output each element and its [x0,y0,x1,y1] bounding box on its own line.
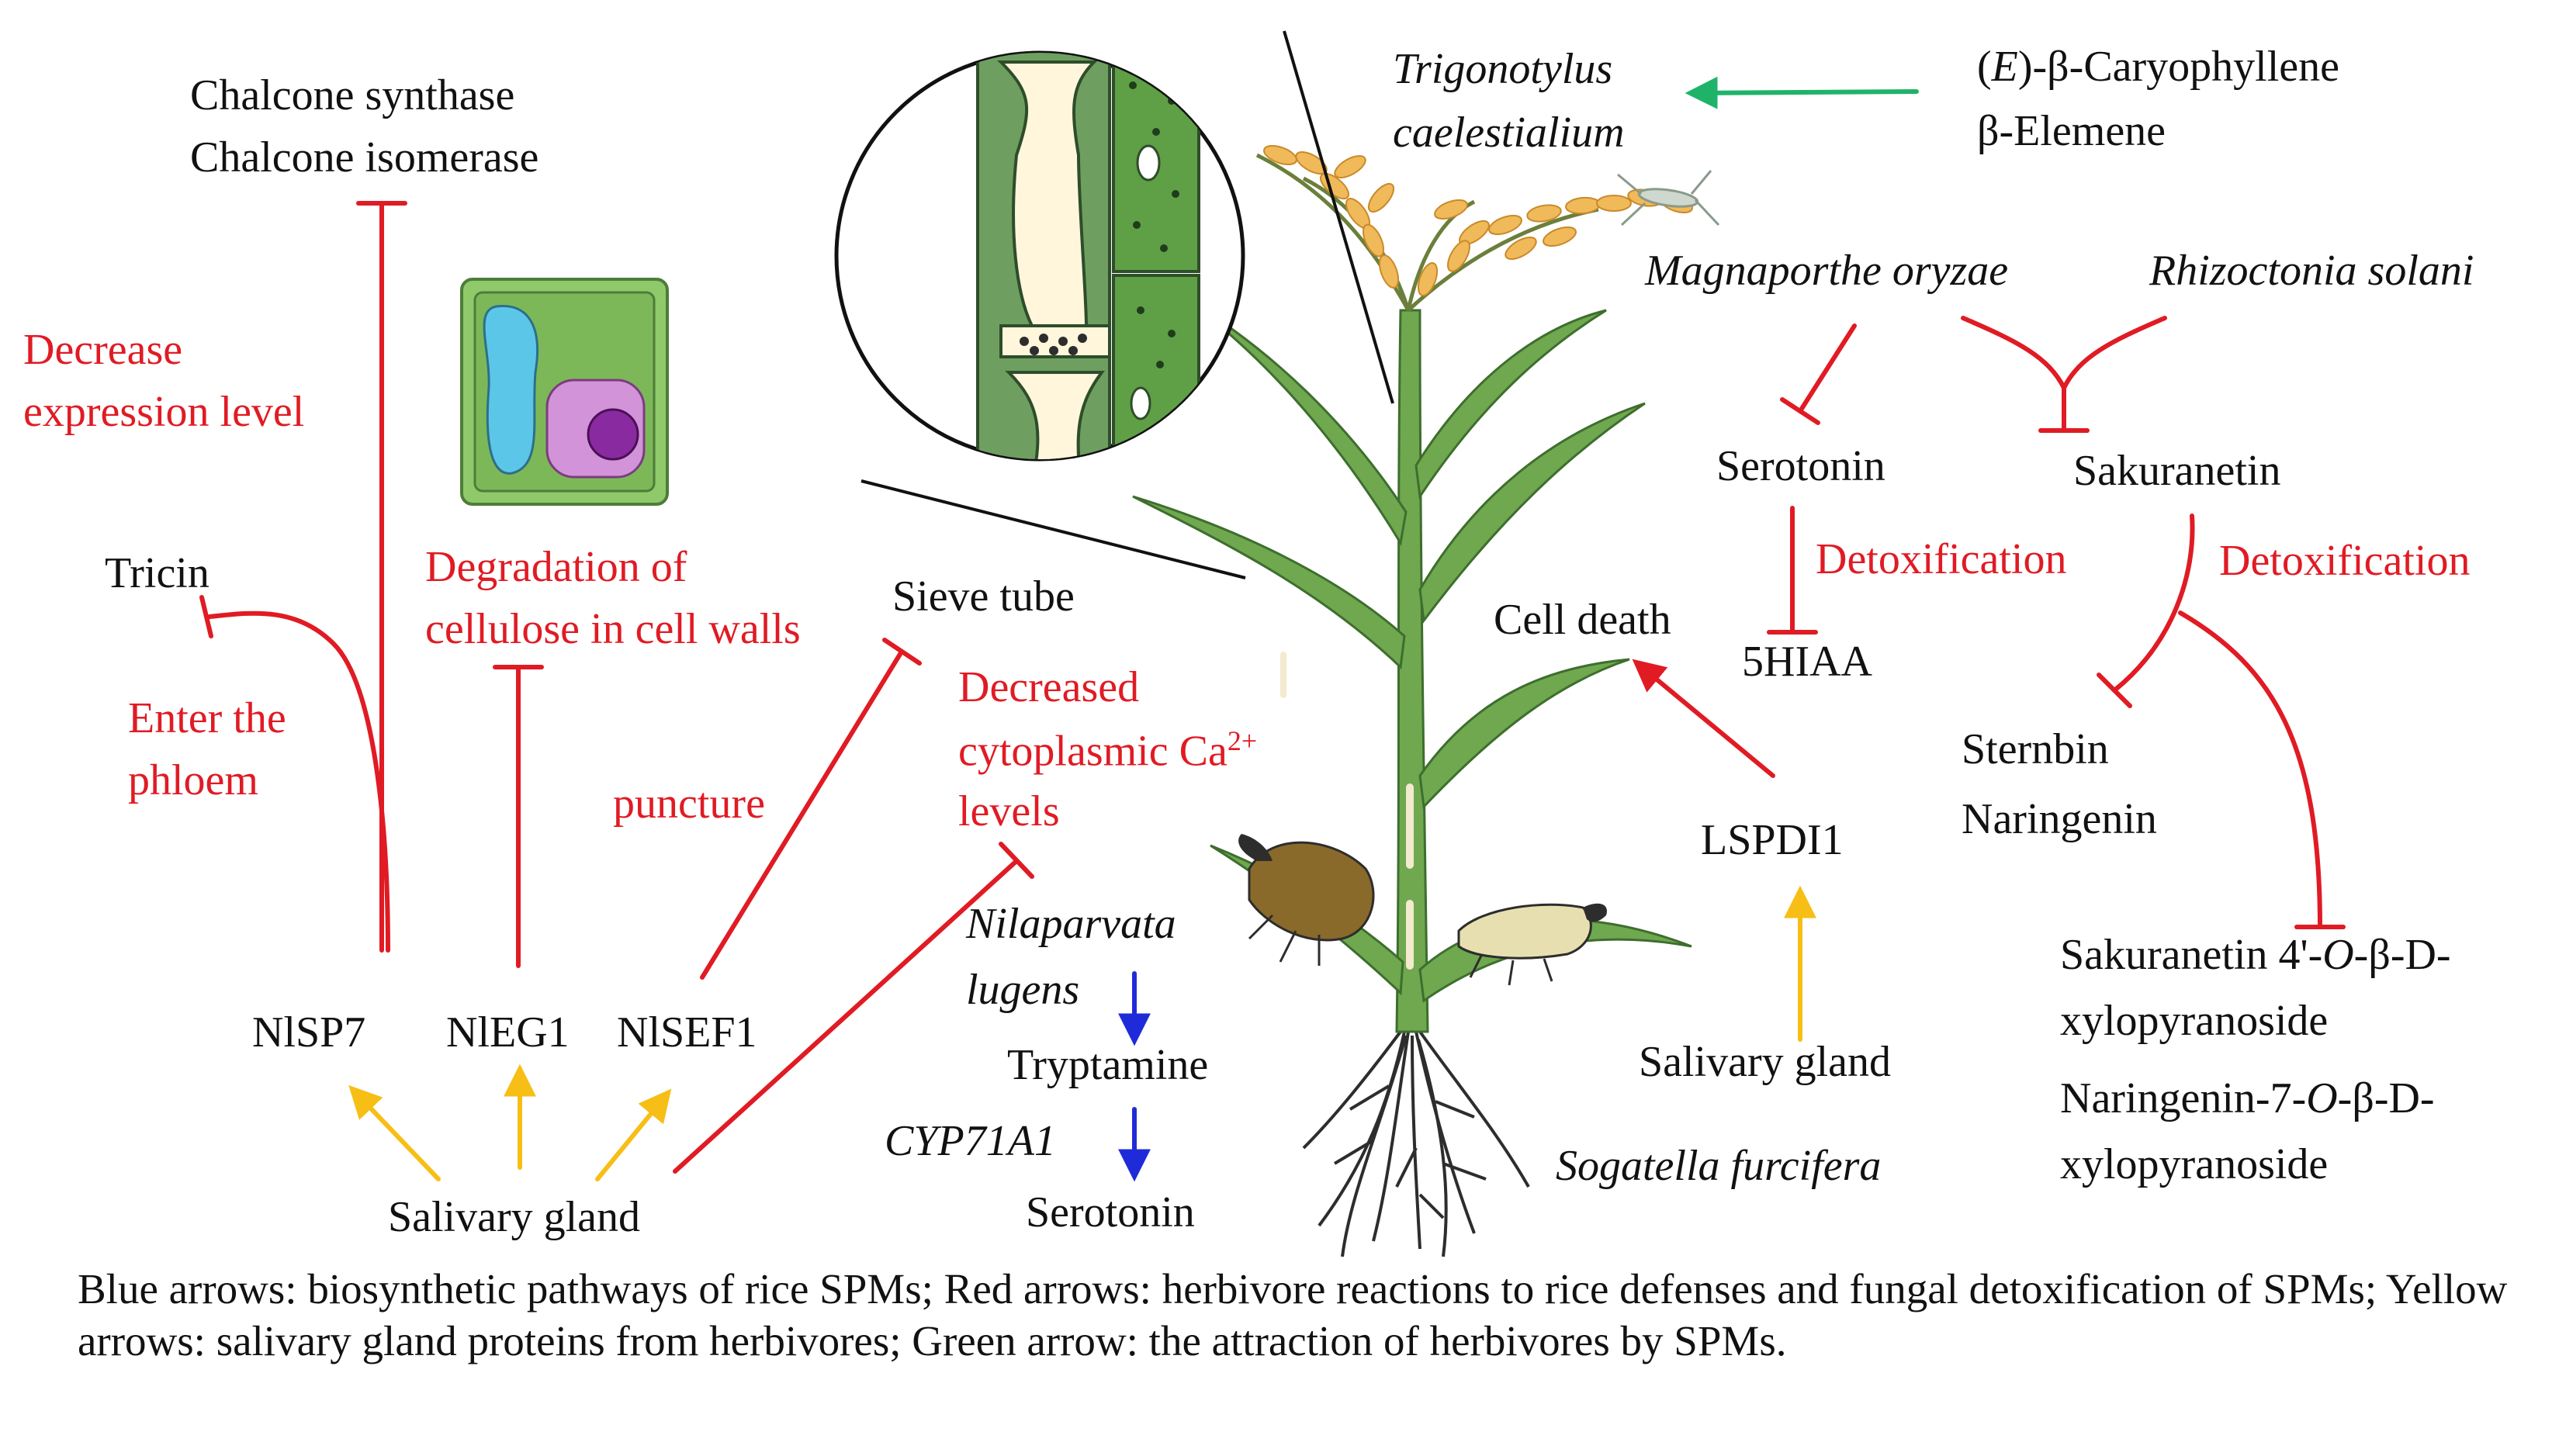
label-sak-xyl-part-c: -β-D- [2353,931,2451,979]
sogatella-planthopper-icon [1457,903,1607,986]
label-degradation-line1: Degradation of [425,543,687,591]
label-decrease-expression-line1: Decrease [23,326,183,374]
label-caryophyllene-e: E [1991,43,2018,91]
trigonotylus-bug-icon [1617,170,1720,227]
label-5hiaa: 5HIAA [1742,638,1872,686]
plant-cell-illustration [460,278,669,506]
label-tryptamine: Tryptamine [1007,1041,1209,1089]
label-sieve-tube: Sieve tube [892,572,1075,621]
label-nlsef1: NlSEF1 [617,1008,757,1057]
arrow-nlsef1-to-sieve-tube [700,649,904,980]
label-naringenin-xyl-line1: Naringenin-7-O-β-D- [2060,1074,2435,1123]
label-lspdi1: LSPDI1 [1701,816,1844,864]
stem-highlights [1280,652,1414,970]
label-nilaparvata-line1: Nilaparvata [966,900,1176,948]
arrow-sakuranetin-to-sternbin [2112,514,2195,693]
label-sakuranetin-xyl-line1: Sakuranetin 4'-O-β-D- [2060,931,2451,980]
label-decreased-ca-line1: Decreased [958,663,1140,711]
label-salivary-gland-left: Salivary gland [388,1193,641,1241]
label-sogatella: Sogatella furcifera [1556,1142,1882,1190]
label-ca-superscript: 2+ [1227,725,1258,756]
label-rhizoctonia: Rhizoctonia solani [2149,247,2474,295]
label-serotonin-right: Serotonin [1716,442,1885,490]
label-nar-xyl-part-a: Naringenin-7- [2060,1074,2307,1122]
label-elemene: β-Elemene [1977,107,2166,155]
label-caryophyllene: (E)-β-Caryophyllene [1977,43,2339,91]
rice-roots [1302,1030,1530,1257]
label-nilaparvata-line2: lugens [966,966,1080,1014]
label-trigonotylus-line1: Trigonotylus [1393,45,1613,93]
yellow-secretion-arrows [348,885,1816,1181]
label-sak-xyl-part-a: Sakuranetin 4'- [2060,931,2323,979]
label-decrease-expression-line2: expression level [23,388,305,436]
arrow-salivary-to-ca-levels [673,859,1019,1174]
arrow-rhizoctonia-to-sakuranetin [1961,316,2167,393]
label-magnaporthe: Magnaporthe oryzae [1645,247,2009,295]
label-tricin: Tricin [105,549,209,597]
arrow-nlsp7-to-tricin [207,610,390,953]
arrow-magnaporthe-to-serotonin [1798,323,1857,413]
label-caryophyllene-rest: )-β-Caryophyllene [2017,43,2339,91]
label-cell-death: Cell death [1494,596,1671,644]
label-naringenin: Naringenin [1962,795,2157,843]
figure-caption: Blue arrows: biosynthetic pathways of ri… [78,1265,2508,1365]
label-salivary-gland-right: Salivary gland [1639,1038,1892,1086]
label-nar-xyl-part-b: O [2306,1074,2338,1122]
label-chalcone-synthase: Chalcone synthase [190,71,515,119]
label-enter-phloem-line2: phloem [128,756,258,804]
label-decreased-ca-line3: levels [958,787,1060,835]
label-enter-phloem-line1: Enter the [128,694,286,742]
label-chalcone-isomerase: Chalcone isomerase [190,133,539,182]
arrow-caryophyllene-to-trigonotylus [1685,76,1919,109]
arrow-salivary-to-nlsp7 [348,1084,441,1181]
label-serotonin-bottom: Serotonin [1026,1188,1195,1236]
arrow-sakuranetin-to-xylopyranoside [2178,610,2322,929]
label-detoxification-1: Detoxification [1816,535,2067,583]
label-sakuranetin-xyl-line2: xylopyranoside [2060,997,2329,1045]
nilaparvata-planthopper-icon [1238,834,1375,966]
label-nar-xyl-part-c: -β-D- [2337,1074,2435,1122]
label-naringenin-xyl-line2: xylopyranoside [2060,1140,2329,1188]
label-degradation-line2: cellulose in cell walls [425,605,801,653]
label-sakuranetin: Sakuranetin [2073,447,2281,495]
arrows [199,76,2346,1182]
rice-grains [1263,144,1693,296]
label-trigonotylus-line2: caelestialium [1393,109,1625,157]
label-puncture: puncture [613,780,765,828]
arrow-salivary-to-nlsef1 [595,1088,672,1181]
sieve-tube-magnified-view [834,30,1394,579]
red-inhibition-arrows [199,201,2346,1174]
label-decreased-ca-line2: cytoplasmic Ca2+ [958,725,1257,776]
label-nlsp7: NlSP7 [252,1008,366,1057]
label-sak-xyl-part-b: O [2322,931,2354,979]
arrow-lspdi1-to-cell-death [1632,659,1775,778]
rice-plant-illustration [1132,144,1720,1257]
green-attraction-arrow [1685,76,1919,109]
label-sternbin: Sternbin [1962,725,2109,773]
label-nleg1: NlEG1 [446,1008,570,1057]
label-decreased-ca-text: cytoplasmic Ca [958,727,1228,776]
label-detoxification-2: Detoxification [2219,537,2471,585]
label-cyp71a1: CYP71A1 [885,1117,1056,1165]
